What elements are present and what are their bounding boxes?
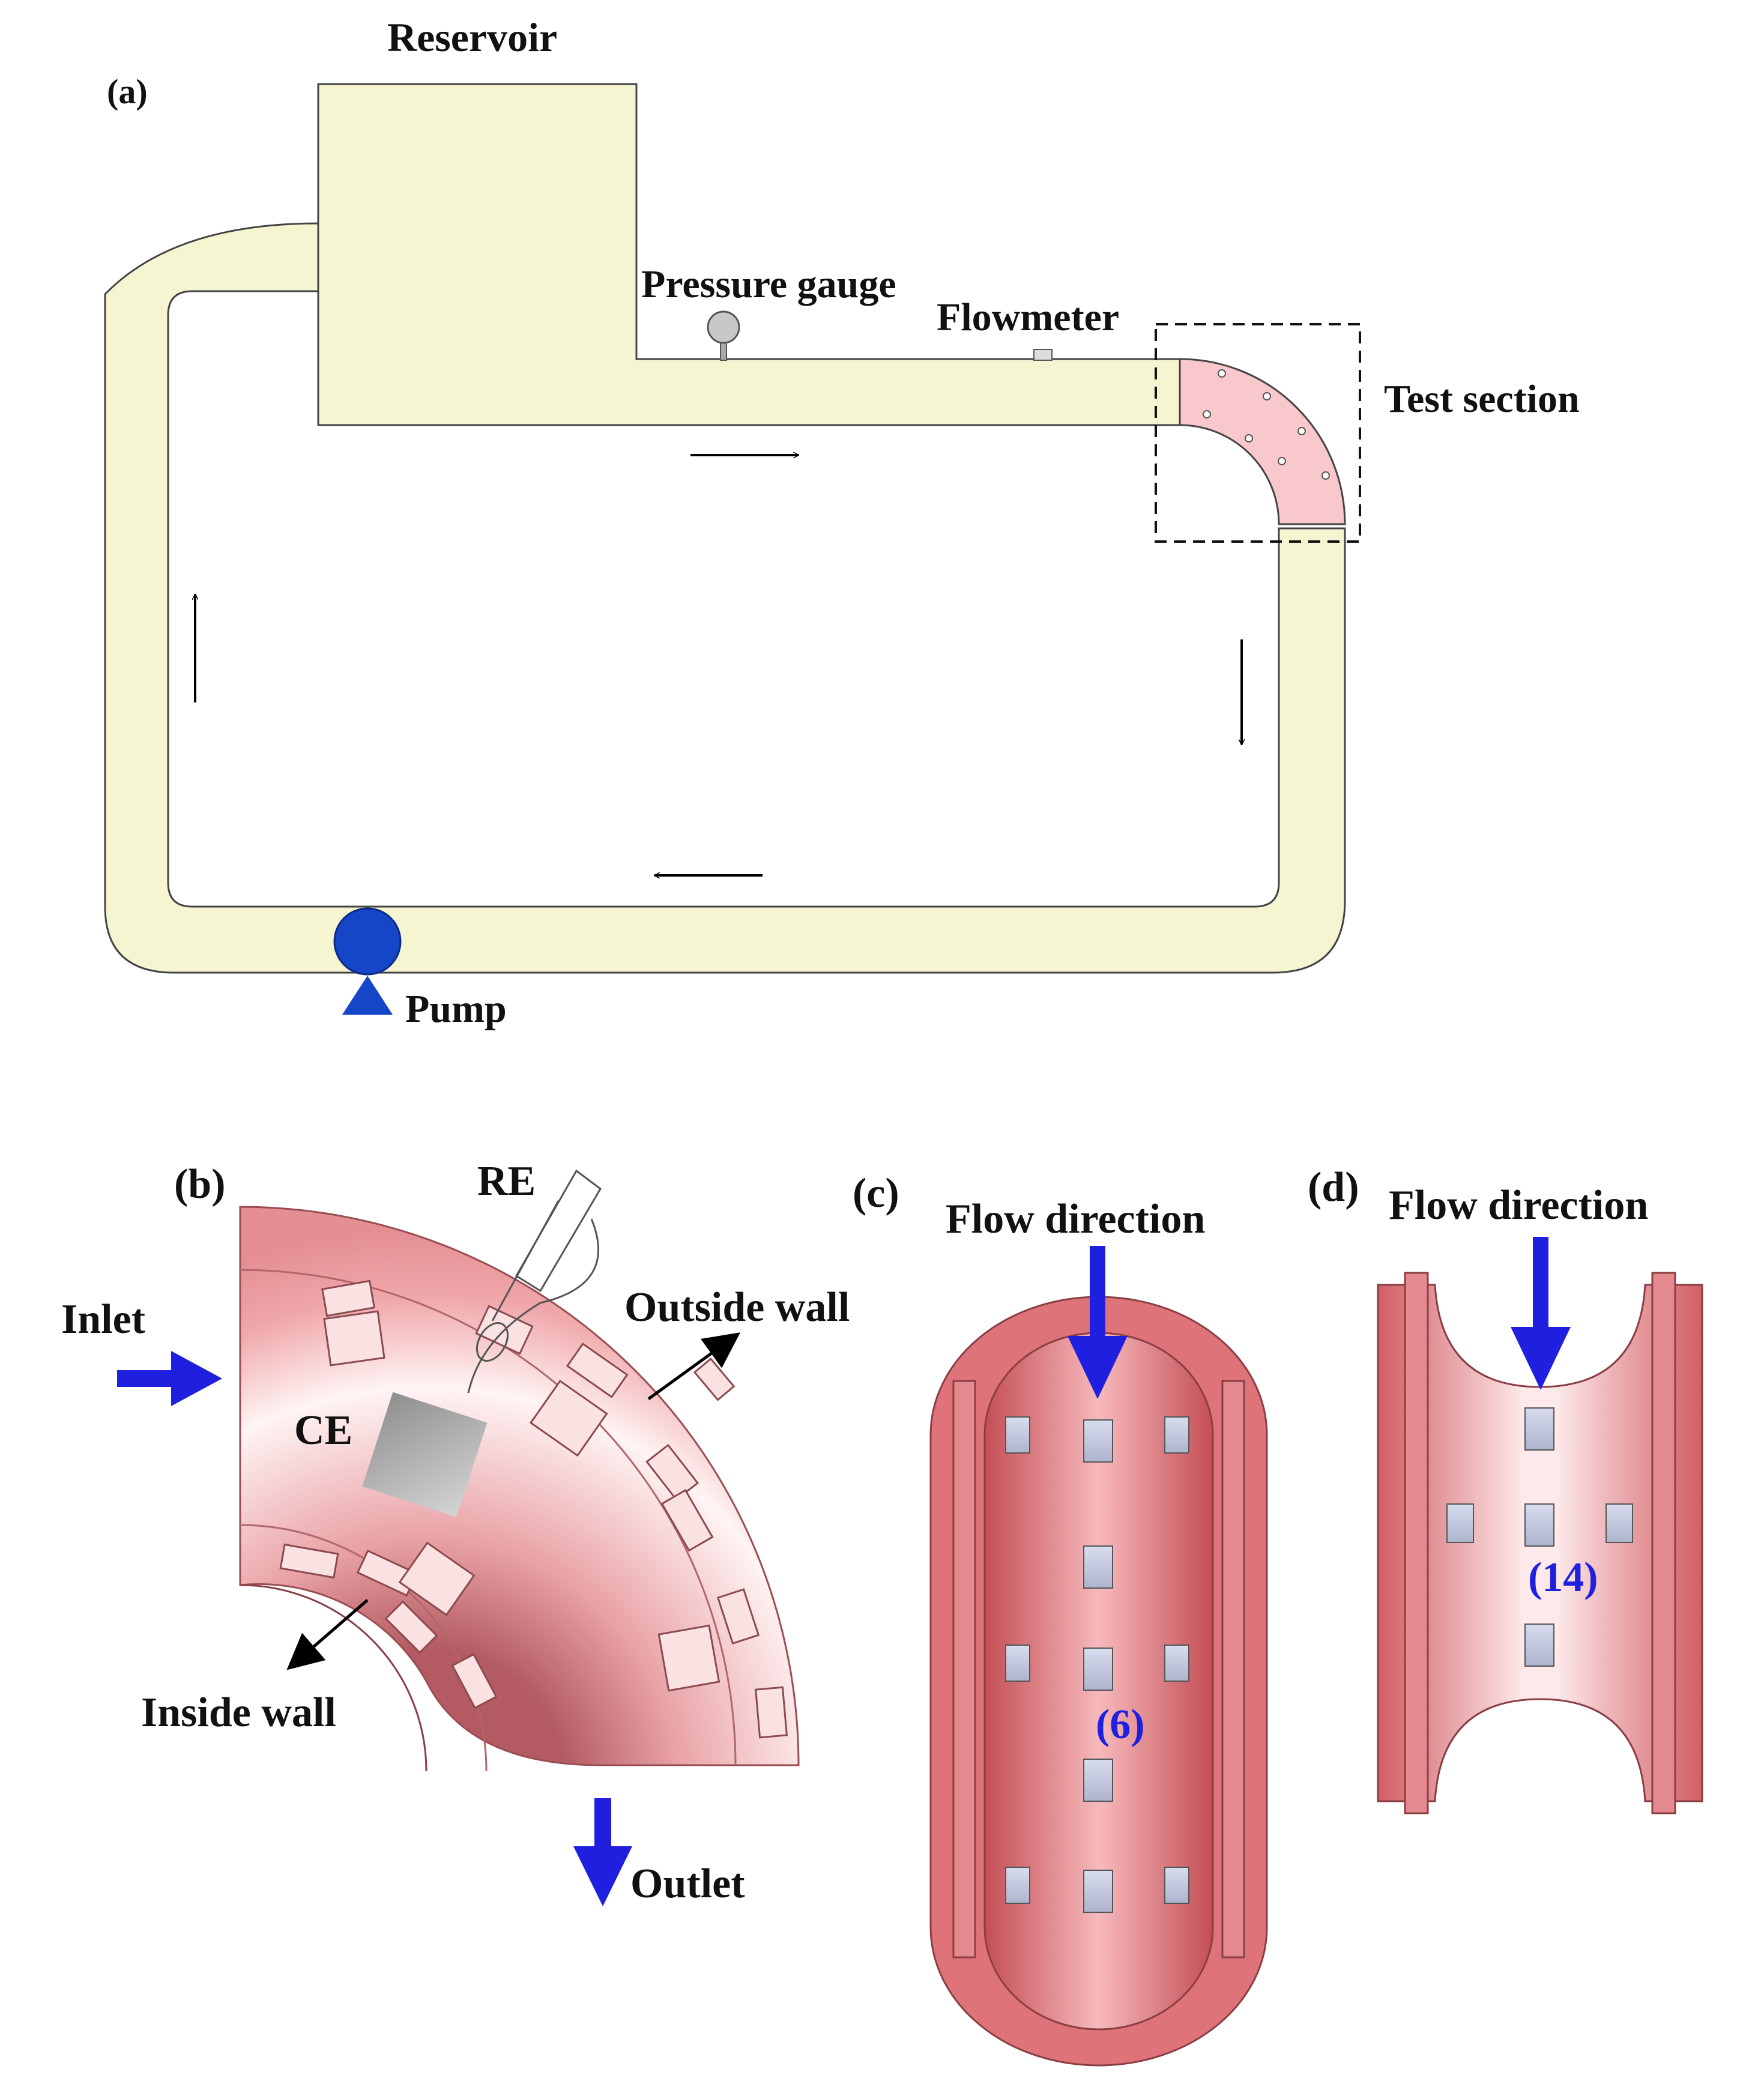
panel-a: (a) Reservoir Pressure gauge Flowmeter T… [104,14,1580,1031]
flow-direction-arrow-d [1511,1237,1571,1390]
elbow-holes [1203,369,1330,480]
inside-wall-label: Inside wall [141,1690,336,1736]
outside-wall-pointer [647,1332,741,1401]
inlet-arrow [117,1351,222,1406]
reservoir-tank [317,83,1181,426]
panel-d-tag: (d) [1308,1164,1359,1210]
loop-flow-arrows [195,455,1242,875]
re-label: RE [477,1158,536,1204]
outside-wall-label: Outside wall [624,1284,850,1330]
pressure-gauge-icon [707,310,740,361]
test-section-box [1155,323,1361,543]
elbow-groove-inner [240,1524,488,1772]
flow-direction-label-d: Flow direction [1389,1182,1648,1228]
inside-wall-pointer [286,1599,369,1670]
panel-b-tag: (b) [174,1161,226,1207]
test-section-elbow [1179,358,1346,525]
inside-wall-curve [240,1584,427,1772]
panel-b: (b) RE CE Inlet Outlet Outside wall Insi… [61,1158,850,1907]
panel-a-tag: (a) [107,72,148,111]
flow-direction-label-c: Flow direction [946,1196,1205,1242]
panel-c: (c) Flow direction (6) [853,1170,1268,2067]
flow-direction-arrow-c [1068,1246,1128,1399]
tube-c-specimens [1005,1416,1189,1913]
panel-c-tag: (c) [853,1170,899,1216]
specimen-count-d: (14) [1528,1554,1598,1601]
flowmeter-icon [1033,349,1053,361]
elbow-electrodes [279,1279,788,1739]
pump-icon [333,907,402,1015]
reference-electrode [467,1169,602,1394]
pump-label: Pump [405,987,507,1031]
inlet-label: Inlet [61,1296,145,1343]
specimen-count-c: (6) [1096,1702,1145,1748]
ce-label: CE [294,1407,352,1454]
loop-pipe [104,222,1346,974]
panel-d: (d) Flow direction (14) [1308,1164,1703,1814]
outlet-arrow [573,1798,632,1906]
reservoir-label: Reservoir [387,14,557,60]
pressure-gauge-label: Pressure gauge [641,262,896,306]
counter-electrode [362,1392,488,1517]
tube-c-flanges [952,1380,1245,1959]
flowmeter-label: Flowmeter [937,295,1119,339]
tube-d-specimens [1446,1407,1633,1667]
outlet-label: Outlet [630,1861,745,1907]
tube-d-flanges [1404,1272,1676,1814]
test-section-label: Test section [1384,377,1580,421]
